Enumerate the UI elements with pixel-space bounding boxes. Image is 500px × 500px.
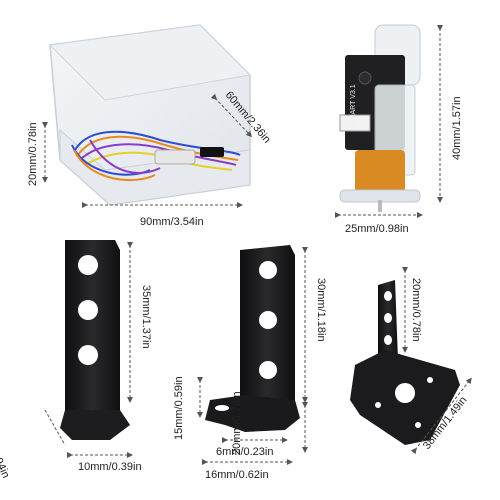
bltouch-sensor [339, 24, 421, 212]
bracket-b-tab-label: 15mm/0.59in [173, 376, 185, 440]
bracket-a-hole [78, 300, 98, 320]
bracket-b-height-label: 30mm/1.18in [315, 278, 327, 342]
bracket-a-hole [78, 345, 98, 365]
bracket-c-height-label: 20mm/0.78in [410, 278, 422, 342]
box-depth-line [210, 93, 253, 138]
bracket-b-hole [259, 361, 277, 379]
cable-plug [200, 147, 224, 157]
bracket-a-base-line [44, 409, 66, 446]
bracket-b-width-label: 16mm/0.62in [205, 469, 269, 481]
bracket-a-height-label: 35mm/1.37in [140, 285, 152, 349]
bracket-a-width-label: 10mm/0.39in [78, 461, 142, 473]
bracket-a-base-label: 24mm/0.94in [0, 417, 12, 480]
bracket-c-hole [395, 383, 415, 403]
bracket-b-hole-offset-label: 6mm/0.23in [216, 446, 273, 458]
bracket-b [205, 245, 300, 432]
box-width-label: 90mm/3.54in [140, 216, 204, 228]
sensor-height-label: 40mm/1.57in [451, 96, 463, 160]
storage-box [48, 24, 252, 206]
bracket-b-hole [259, 261, 277, 279]
bracket-a [60, 240, 130, 440]
sensor-width-label: 25mm/0.98in [345, 223, 409, 235]
bracket-b-hole [259, 311, 277, 329]
bracket-a-hole [78, 255, 98, 275]
sensor-label: SMART V3.1 [350, 84, 357, 125]
bracket-b-foot-label: 20mm/0.78in [231, 391, 243, 455]
cable-connector [154, 149, 196, 165]
box-height-label: 20mm/0.78in [27, 122, 39, 186]
